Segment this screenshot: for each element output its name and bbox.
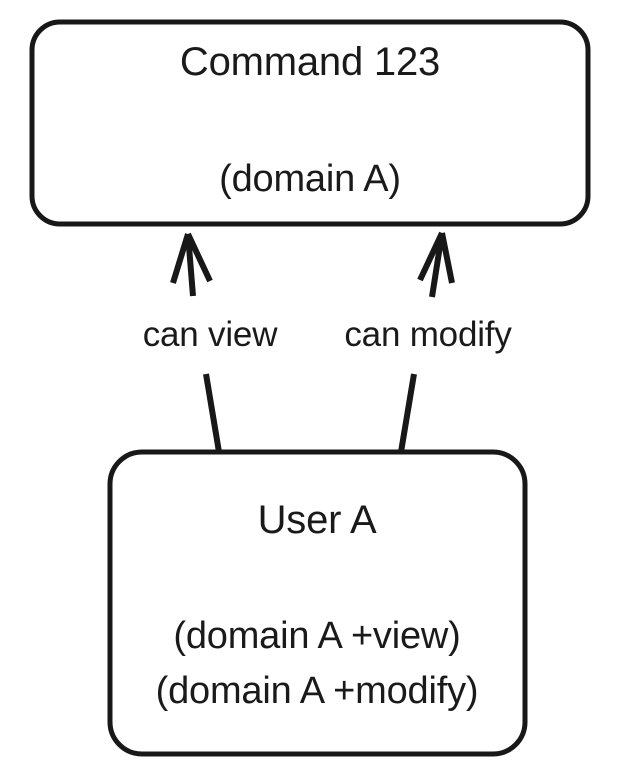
edge-can-modify[interactable] [398, 231, 455, 453]
edge-can-view-shaft-upper [185, 233, 196, 297]
edge-label-can-view: can view [142, 315, 278, 354]
command-node-subtitle: (domain A) [219, 158, 401, 200]
user-node-title: User A [257, 498, 377, 542]
edge-can-modify-shaft-lower [398, 373, 417, 453]
edge-label-can-modify: can modify [344, 315, 512, 354]
user-node-subtitle-modify: (domain A +modify) [155, 670, 479, 712]
user-node-subtitle-view: (domain A +view) [173, 615, 461, 657]
edge-can-view-arrowhead-right-barb [185, 232, 213, 283]
command-node-shape[interactable] [29, 19, 591, 227]
command-node-title: Command 123 [179, 40, 441, 84]
edge-can-modify-arrowhead-right-barb [439, 232, 455, 284]
edge-can-view-shaft-lower [203, 373, 222, 453]
edge-can-modify-arrowhead-left-barb [417, 231, 445, 282]
edge-can-view-arrowhead-left-barb [170, 233, 191, 284]
user-node-shape[interactable] [107, 449, 528, 757]
edge-can-view[interactable] [170, 232, 222, 453]
edge-can-modify-shaft-upper [429, 232, 445, 298]
